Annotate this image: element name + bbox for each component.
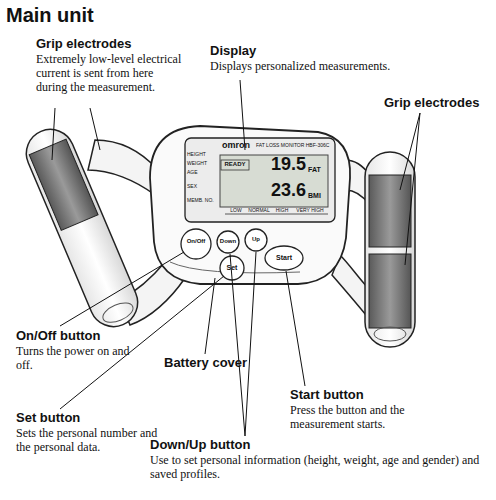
model-name: FAT LOSS MONITOR HBF-306C [256, 143, 334, 148]
callout-heading: Grip electrodes [36, 37, 186, 52]
scale-bar [225, 214, 328, 215]
callout-body: Press the button and the measurement sta… [290, 404, 470, 432]
page-title: Main unit [6, 4, 94, 27]
lcd-screen [220, 155, 328, 207]
callout-body: Sets the personal number and the persona… [16, 427, 166, 455]
main-body [150, 126, 350, 284]
field-label: WEIGHT [187, 161, 219, 166]
callout-heading: On/Off button [16, 329, 146, 344]
callout-body: Turns the power on and off. [16, 345, 136, 373]
callout-body: Use to set personal information (height,… [150, 454, 480, 482]
callout-body: Extremely low-level electrical current i… [36, 53, 186, 94]
lcd-value: 23.6 [250, 180, 306, 201]
brand-mark: omron [222, 141, 256, 150]
callout-heading: Grip electrodes [384, 96, 492, 111]
lcd-value: 19.5 [250, 154, 306, 175]
button-label: Start [266, 254, 302, 261]
ready-box [221, 160, 249, 170]
field-label: AGE [187, 170, 219, 175]
callout-heading: Start button [290, 388, 460, 403]
scale-label: LOW [226, 208, 246, 213]
callout-heading: Set button [16, 411, 186, 426]
display-frame [185, 138, 335, 222]
button-label: Down [216, 238, 240, 244]
lcd-unit: FAT [308, 166, 328, 173]
button-label: Set [220, 264, 244, 271]
scale-label: HIGH [272, 208, 292, 213]
field-label: HEIGHT [187, 152, 219, 157]
callout-heading: Battery cover [164, 356, 284, 371]
buttons [181, 229, 303, 280]
callout-heading: Down/Up button [150, 438, 310, 453]
callout-heading: Display [210, 44, 410, 59]
button-label: Up [244, 236, 268, 242]
leader-line [52, 80, 420, 436]
scale-label: NORMAL [246, 208, 272, 213]
field-label: SEX [187, 184, 219, 189]
left-grip [19, 122, 145, 334]
field-label: MEMB. NO. [187, 198, 219, 203]
lcd-text: READY [221, 161, 249, 167]
lcd-unit: BMI [308, 192, 328, 199]
callout-body: Displays personalized measurements. [210, 60, 410, 74]
button-label: On/Off [183, 238, 209, 244]
scale-label: VERY HIGH [292, 208, 328, 213]
right-grip [365, 152, 415, 347]
